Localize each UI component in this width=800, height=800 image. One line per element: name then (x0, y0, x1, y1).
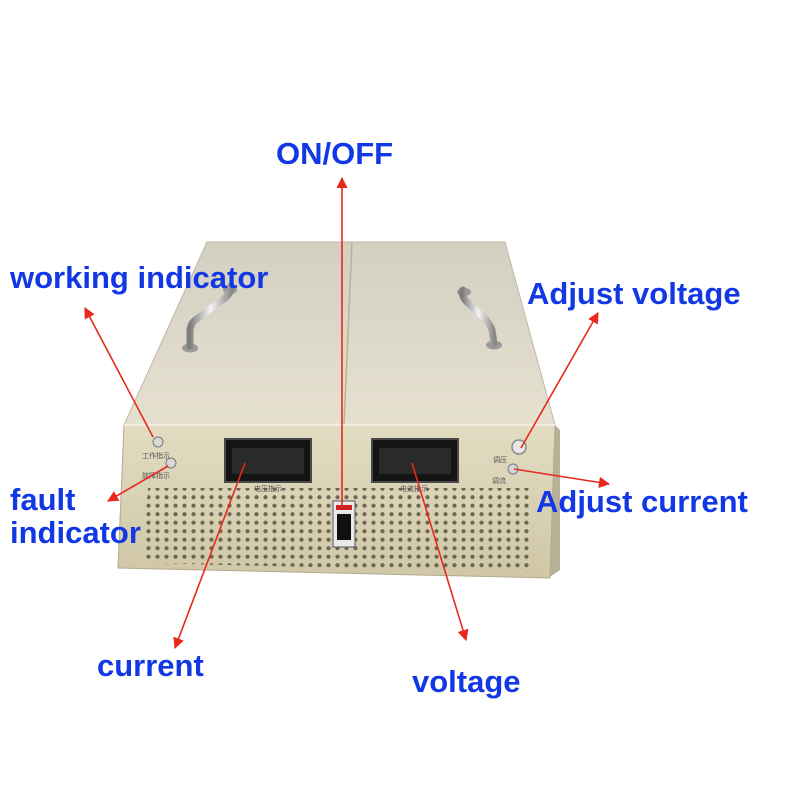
arrow-adjust-voltage (520, 312, 599, 449)
panel-text-current-display: 电流指示 (400, 484, 428, 493)
on-off-switch[interactable] (332, 500, 356, 548)
fault-indicator-led (165, 457, 177, 469)
adjust-voltage-knob[interactable] (511, 439, 527, 455)
label-current: current (97, 648, 204, 683)
right-handle (457, 286, 502, 350)
panel-text-voltage-display: 电压指示 (254, 484, 282, 493)
label-fault-indicator-line2: indicator (10, 515, 141, 550)
arrow-current (173, 462, 246, 650)
panel-text-working: 工作指示 (142, 451, 170, 460)
label-adjust-voltage: Adjust voltage (527, 276, 741, 311)
arrow-adjust-current (513, 468, 611, 488)
label-working-indicator: working indicator (10, 260, 269, 295)
current-display-window (232, 448, 304, 474)
arrow-fault-indicator (107, 465, 169, 502)
panel-text-adjust-voltage: 调压 (493, 455, 507, 464)
arrow-voltage (411, 462, 469, 642)
working-indicator-led (152, 436, 164, 448)
voltage-display-window (379, 448, 451, 474)
panel-text-adjust-current: 调流 (492, 476, 506, 485)
label-voltage: voltage (412, 664, 521, 699)
label-adjust-current: Adjust current (536, 484, 748, 519)
top-cover-seam (343, 241, 353, 426)
arrow-working-indicator (84, 307, 154, 438)
label-on-off: ON/OFF (276, 136, 394, 171)
label-fault-indicator-line1: fault (10, 482, 76, 517)
panel-text-fault: 故障指示 (142, 471, 170, 480)
left-handle (182, 282, 237, 353)
